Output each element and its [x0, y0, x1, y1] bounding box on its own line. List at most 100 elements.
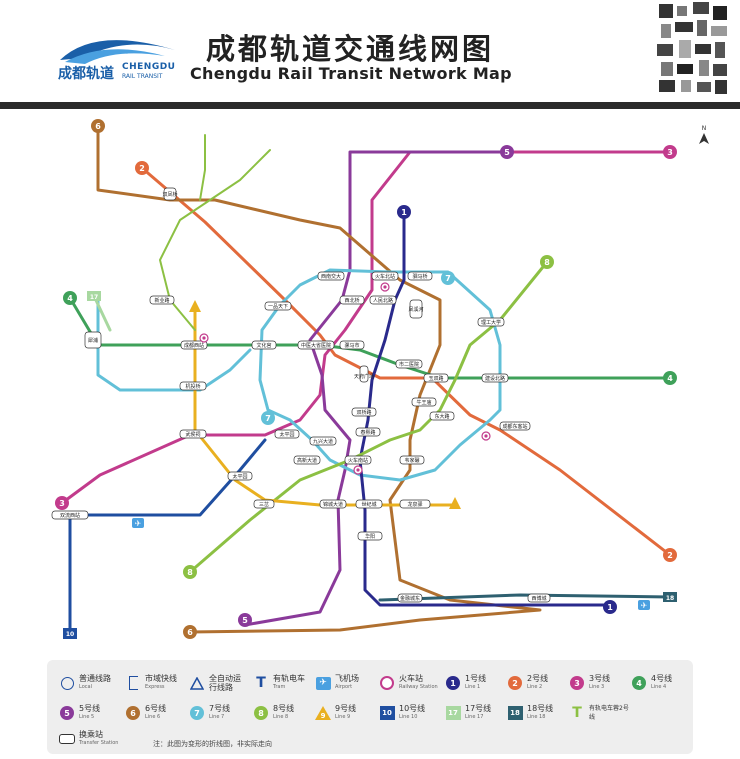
line-badge[interactable]: 3 — [663, 145, 677, 159]
line-4-icon: 4 — [632, 676, 646, 690]
svg-text:8: 8 — [544, 258, 550, 267]
line-1-path — [358, 210, 612, 607]
transfer-station[interactable]: 武侯祠 — [179, 429, 207, 439]
transfer-station[interactable]: 牛王庙 — [411, 397, 437, 407]
transfer-station[interactable]: 成都东客站 — [499, 421, 531, 431]
transfer-station[interactable]: 犀浦 — [84, 331, 102, 349]
transfer-station[interactable]: 建设北路 — [481, 373, 509, 383]
auto-line-icon — [449, 497, 461, 509]
line-badge[interactable]: 8 — [183, 565, 197, 579]
svg-text:3: 3 — [59, 499, 65, 508]
tram-icon: T — [256, 675, 266, 691]
line-badge[interactable]: 5 — [238, 613, 252, 627]
transfer-station[interactable]: 龙泉驿 — [399, 499, 431, 509]
station-label: 人民北路 — [373, 297, 393, 304]
line-badge[interactable]: 17 — [87, 291, 101, 301]
transfer-station[interactable]: 春熙路 — [355, 427, 381, 437]
line-badge[interactable]: 7 — [261, 411, 275, 425]
line-badge[interactable]: 6 — [183, 625, 197, 639]
transfer-station[interactable]: 火车南站 — [344, 455, 372, 465]
svg-text:7: 7 — [445, 274, 451, 283]
station-label: 凤溪河 — [408, 306, 423, 313]
line-badge[interactable]: 8 — [540, 255, 554, 269]
transfer-station[interactable]: 市二医院 — [395, 359, 423, 369]
line-18-icon: 18 — [507, 706, 523, 720]
qr-code-icon[interactable] — [653, 0, 735, 96]
transfer-station[interactable]: 世纪城 — [355, 499, 383, 509]
transfer-station[interactable]: 天府广场 — [354, 365, 374, 383]
line-8-path — [188, 260, 549, 574]
airport-icon: ✈ — [638, 600, 650, 610]
transfer-station[interactable]: 一品天下 — [264, 301, 292, 311]
line-badge[interactable]: 4 — [663, 371, 677, 385]
svg-text:✈: ✈ — [135, 519, 142, 528]
transfer-station[interactable]: 双凤桥 — [162, 187, 178, 201]
station-label: 韦家碾 — [404, 457, 419, 464]
transfer-station[interactable]: 韦家碾 — [399, 455, 425, 465]
line-badge[interactable]: 5 — [500, 145, 514, 159]
line-badge[interactable]: 1 — [397, 205, 411, 219]
line-badge[interactable]: 7 — [441, 271, 455, 285]
transfer-station[interactable]: 玉双路 — [423, 373, 449, 383]
legend-auto: 全自动运行线路 — [189, 674, 243, 692]
transfer-station[interactable]: 太平园 — [227, 471, 253, 481]
svg-text:1: 1 — [401, 208, 407, 217]
transfer-station[interactable]: 锦城大道 — [319, 499, 347, 509]
transfer-station[interactable]: 三岔 — [253, 499, 275, 509]
transfer-station[interactable]: 中医大省医院 — [297, 340, 335, 350]
transfer-station[interactable]: 骡马市 — [339, 340, 365, 350]
svg-text:1: 1 — [607, 603, 613, 612]
network-map[interactable]: 西南交大 火车北站 驷马桥 西北桥 人民北路 一品天下 理工大学 犀浦 新业路 … — [0, 115, 740, 650]
transfer-station[interactable]: 驷马桥 — [407, 271, 433, 281]
station-label: 西南交大 — [321, 273, 341, 280]
local-line-icon — [59, 675, 75, 691]
transfer-station[interactable]: 西北桥 — [339, 295, 365, 305]
transfer-station[interactable]: 双桥路 — [351, 407, 377, 417]
transfer-station[interactable]: 成都西站 — [180, 340, 208, 350]
station-label: 春熙路 — [360, 429, 375, 436]
transfer-station[interactable]: 金融城东 — [397, 593, 423, 603]
line-badge[interactable]: 3 — [55, 496, 69, 510]
line-badge[interactable]: 2 — [135, 161, 149, 175]
page-title-en: Chengdu Rail Transit Network Map — [190, 64, 512, 83]
station-label: 世纪城 — [361, 501, 376, 508]
line-badge[interactable]: 10 — [63, 628, 77, 639]
logo-en-subtext: RAIL TRANSIT — [122, 73, 163, 80]
tram-2-icon: T — [572, 705, 582, 721]
line-badge[interactable]: 2 — [663, 548, 677, 562]
transfer-station[interactable]: 高新大道 — [293, 455, 321, 465]
line-18-path — [378, 593, 672, 602]
transfer-station[interactable]: 火车北站 — [371, 271, 399, 281]
line-6-icon: 6 — [126, 706, 140, 720]
station-label: 中医大省医院 — [301, 342, 331, 349]
line-badge[interactable]: 18 — [663, 592, 677, 602]
transfer-station[interactable]: 新业路 — [149, 295, 175, 305]
transfer-station[interactable]: 太平园 — [274, 429, 300, 439]
transfer-station[interactable]: 西博城 — [527, 593, 551, 603]
transfer-station[interactable]: 九兴大道 — [309, 436, 337, 446]
station-label: 天府广场 — [354, 373, 374, 380]
transfer-station[interactable]: 人民北路 — [369, 295, 397, 305]
line-badge[interactable]: 6 — [91, 119, 105, 133]
line-7-icon: 7 — [190, 706, 204, 720]
svg-text:9: 9 — [321, 712, 326, 720]
transfer-station[interactable]: 双流西站 — [51, 510, 89, 520]
north-arrow-icon: N — [699, 125, 709, 144]
transfer-station[interactable]: 华阳 — [357, 531, 383, 541]
transfer-station[interactable]: 机投桥 — [179, 381, 207, 391]
transfer-station[interactable]: 文化宫 — [251, 340, 277, 350]
svg-text:2: 2 — [667, 551, 673, 560]
transfer-station[interactable]: 凤溪河 — [408, 299, 424, 319]
line-badge[interactable]: 4 — [63, 291, 77, 305]
station-label: 华阳 — [365, 533, 375, 540]
station-label: 犀浦 — [88, 337, 98, 344]
line-badge[interactable]: 1 — [603, 600, 617, 614]
transfer-station[interactable]: 西南交大 — [317, 271, 345, 281]
transfer-station[interactable]: 东大路 — [429, 411, 455, 421]
station-label: 双流西站 — [60, 512, 80, 519]
transfer-station[interactable]: 理工大学 — [477, 317, 505, 327]
